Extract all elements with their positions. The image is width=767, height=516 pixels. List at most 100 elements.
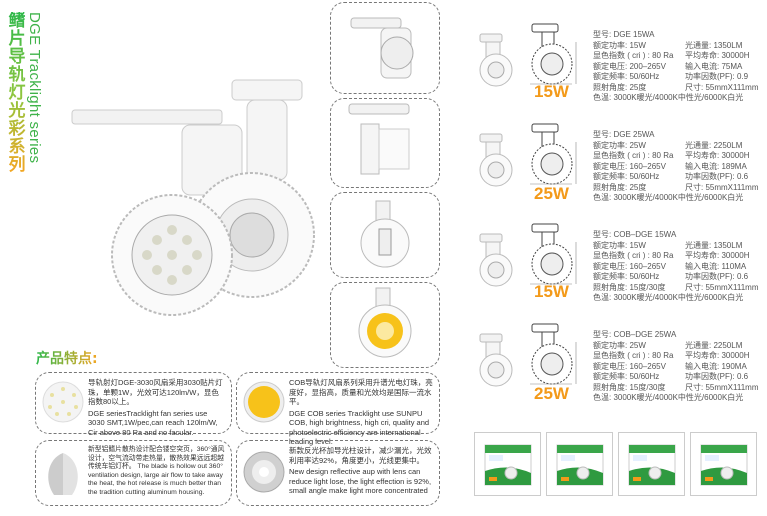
spec-life: 平均寿命: 30000H	[685, 251, 750, 260]
product-row-image: 25W	[472, 122, 592, 210]
track-light-thumbnail	[479, 323, 577, 387]
wattage-label: 25W	[534, 184, 569, 203]
spec-voltage: 额定电压: 200–265V	[593, 61, 666, 71]
spec-life: 平均寿命: 30000H	[685, 51, 750, 60]
product-row-image: 15W	[472, 22, 592, 110]
wattage-label: 25W	[534, 384, 569, 403]
package-box-icon	[628, 444, 676, 486]
spec-flux: 光通量: 1350LM	[685, 240, 743, 250]
spec-block: 型号: DGE 25WA 额定功率: 25W 光通量: 2250LM 显色指数 (…	[593, 130, 759, 204]
cob-chip-icon	[243, 381, 285, 423]
spec-flux: 光通量: 2250LM	[685, 140, 743, 150]
spec-frequency: 额定频率: 50/60Hz	[593, 172, 660, 181]
spec-power: 额定功率: 25W	[593, 340, 646, 350]
spec-current: 输入电流: 190MA	[685, 361, 747, 371]
spec-power: 额定功率: 15W	[593, 240, 646, 250]
package-box-photo	[474, 432, 541, 496]
wattage-label: 15W	[534, 282, 569, 301]
feature-text-en: DGE seriesTracklight fan series use 3030…	[88, 408, 218, 437]
feature-text-cn: 新型铝鳍片散热设计配合镂空突页，360°通风设计，空气流动带走热量，散热效果远远…	[88, 446, 225, 470]
package-box-photo	[546, 432, 613, 496]
spec-cri: 显色指数 ( cri ) : 80 Ra	[593, 251, 674, 260]
spec-pf: 功率因数(PF): 0.9	[685, 72, 749, 81]
feature-text-cn: 导轨射灯DGE-3030风扇采用3030贴片灯珠，单颗1W，光效可达120lm/…	[88, 378, 223, 406]
spec-model: 型号: COB–DGE 25WA	[593, 330, 677, 339]
spec-frequency: 额定频率: 50/60Hz	[593, 272, 660, 281]
series-title-en: DGE Tracklight series	[26, 12, 43, 164]
spec-flux: 光通量: 2250LM	[685, 340, 743, 350]
lamp-front-cob-icon	[358, 287, 412, 358]
package-box-photo	[690, 432, 757, 496]
track-light-thumbnail	[479, 123, 577, 187]
spec-model: 型号: COB–DGE 15WA	[593, 230, 677, 239]
main-product-image	[71, 79, 315, 316]
spec-angle: 照射角度: 15度/30度	[593, 282, 666, 292]
spec-cct: 色温: 3000K暖光/4000K中性光/6000K白光	[593, 293, 744, 302]
feature-box-cob: COB导轨灯风扇系列采用升谱光电灯珠，亮度好，显指高，质量和光效均是国际一流水平…	[236, 372, 440, 446]
spec-power: 额定功率: 25W	[593, 140, 646, 150]
reflector-cup-icon	[243, 451, 285, 493]
side-view-box-4	[330, 282, 440, 368]
feature-text-cn: 新款反光杯加导光柱设计，减少漏光，光效利用率达92%，角度更小，光线更集中。	[289, 446, 432, 465]
product-row-image: 25W	[472, 322, 592, 410]
spec-size: 尺寸: 55mmX111mm	[685, 282, 759, 292]
spec-voltage: 额定电压: 160–265V	[593, 261, 666, 271]
feature-text-en: New design reflective aup with lens can …	[289, 467, 432, 495]
feature-box-heatsink: 新型铝鳍片散热设计配合镂空突页，360°通风设计，空气流动带走热量，散热效果远远…	[35, 440, 232, 506]
spec-cct: 色温: 3000K暖光/4000K中性光/6000K白光	[593, 193, 744, 202]
lamp-back-icon	[360, 200, 410, 268]
spec-cri: 显色指数 ( cri ) : 80 Ra	[593, 151, 674, 160]
side-view-box-3	[330, 192, 440, 278]
spec-flux: 光通量: 1350LM	[685, 40, 743, 50]
side-view-box-2	[330, 98, 440, 188]
spec-size: 尺寸: 55mmX111mm	[685, 82, 759, 92]
feature-text-en: The blade is hollow out 360° ventilation…	[88, 463, 223, 496]
spec-model: 型号: DGE 25WA	[593, 130, 655, 139]
spec-size: 尺寸: 55mmX111mm	[685, 182, 759, 192]
package-box-photo	[618, 432, 685, 496]
heatsink-fin-icon	[48, 453, 78, 495]
spec-pf: 功率因数(PF): 0.6	[685, 172, 749, 181]
spec-current: 输入电流: 189MA	[685, 161, 747, 171]
spec-angle: 照射角度: 15度/30度	[593, 382, 666, 392]
spec-block: 型号: COB–DGE 25WA 额定功率: 25W 光通量: 2250LM 显色…	[593, 330, 759, 404]
spec-angle: 照射角度: 25度	[593, 182, 647, 192]
track-light-thumbnail	[479, 223, 577, 287]
feature-box-smd: 导轨射灯DGE-3030风扇采用3030贴片灯珠，单颗1W，光效可达120lm/…	[35, 372, 232, 437]
package-box-icon	[556, 444, 604, 486]
spec-size: 尺寸: 55mmX111mm	[685, 382, 759, 392]
spec-block: 型号: COB–DGE 15WA 额定功率: 15W 光通量: 1350LM 显色…	[593, 230, 759, 304]
spec-angle: 照射角度: 25度	[593, 82, 647, 92]
track-light-thumbnail	[479, 23, 577, 87]
spec-cri: 显色指数 ( cri ) : 80 Ra	[593, 351, 674, 360]
package-box-icon	[484, 444, 532, 486]
product-row-image: 15W	[472, 222, 592, 310]
features-heading: 产品特点:	[36, 348, 98, 368]
side-view-box-1	[330, 2, 440, 94]
series-title-cn: 鳍片导轨灯光彩系列	[6, 12, 28, 174]
spec-model: 型号: DGE 15WA	[593, 30, 655, 39]
spec-frequency: 额定频率: 50/60Hz	[593, 372, 660, 381]
spec-voltage: 额定电压: 160–265V	[593, 361, 666, 371]
spec-pf: 功率因数(PF): 0.6	[685, 372, 749, 381]
feature-box-reflector: 新款反光杯加导光柱设计，减少漏光，光效利用率达92%，角度更小，光线更集中。 N…	[236, 440, 440, 506]
spec-current: 输入电流: 110MA	[685, 261, 747, 271]
spec-life: 平均寿命: 30000H	[685, 351, 750, 360]
spec-voltage: 额定电压: 160–265V	[593, 161, 666, 171]
spec-block: 型号: DGE 15WA 额定功率: 15W 光通量: 1350LM 显色指数 (…	[593, 30, 759, 104]
spec-cct: 色温: 3000K暖光/4000K中性光/6000K白光	[593, 393, 744, 402]
lamp-side-icon	[348, 103, 410, 175]
spec-life: 平均寿命: 30000H	[685, 151, 750, 160]
spec-power: 额定功率: 15W	[593, 40, 646, 50]
wattage-label: 15W	[534, 82, 569, 101]
spec-cri: 显色指数 ( cri ) : 80 Ra	[593, 51, 674, 60]
spec-current: 输入电流: 75MA	[685, 61, 743, 71]
lamp-view-icon	[350, 17, 414, 79]
led-board-icon	[42, 381, 84, 423]
feature-text-en: DGE COB series Tracklight use SUNPU COB,…	[289, 408, 430, 447]
package-box-icon	[700, 444, 748, 486]
spec-cct: 色温: 3000K暖光/4000K中性光/6000K白光	[593, 93, 744, 102]
spec-frequency: 额定频率: 50/60Hz	[593, 72, 660, 81]
spec-pf: 功率因数(PF): 0.6	[685, 272, 749, 281]
feature-text-cn: COB导轨灯风扇系列采用升谱光电灯珠，亮度好，显指高，质量和光效均是国际一流水平…	[289, 378, 433, 406]
